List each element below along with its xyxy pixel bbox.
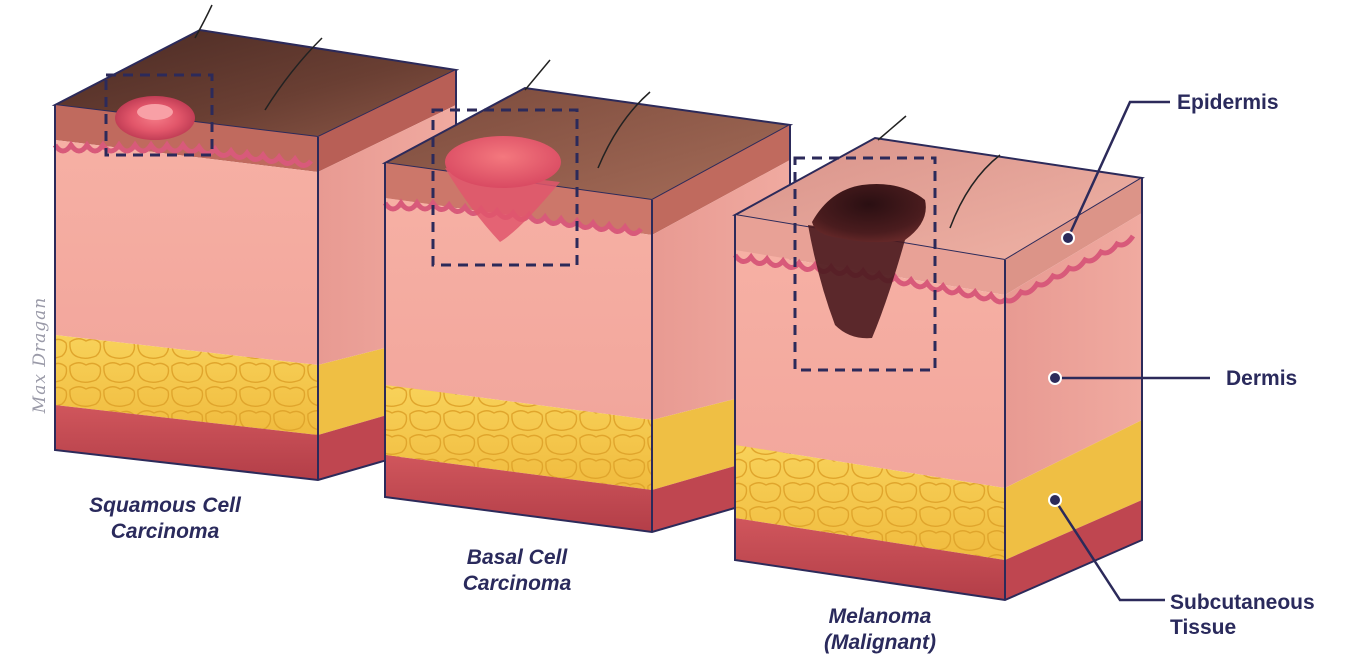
squamous-cell-lesion-center [137, 104, 173, 120]
caption-melanoma-line2: (Malignant) [770, 630, 990, 656]
block3-hair-1 [878, 116, 906, 140]
label-subcutaneous: Subcutaneous Tissue [1170, 590, 1315, 640]
block1-dermis-front [55, 140, 318, 365]
caption-squamous-cell: Squamous Cell Carcinoma [55, 493, 275, 545]
label-epidermis: Epidermis [1177, 90, 1279, 115]
label-subcutaneous-line1: Subcutaneous [1170, 590, 1315, 615]
block2-hair-1 [525, 60, 550, 90]
epidermis-marker [1062, 232, 1074, 244]
artist-signature: Max Dragan [30, 297, 50, 413]
caption-squamous-line2: Carcinoma [55, 519, 275, 545]
caption-melanoma: Melanoma (Malignant) [770, 604, 990, 656]
caption-basal-cell: Basal Cell Carcinoma [407, 545, 627, 597]
dermis-marker [1049, 372, 1061, 384]
block-melanoma [735, 116, 1142, 600]
caption-basal-line1: Basal Cell [407, 545, 627, 571]
caption-melanoma-line1: Melanoma [770, 604, 990, 630]
label-subcutaneous-line2: Tissue [1170, 615, 1315, 640]
block-basal-cell [385, 60, 790, 532]
caption-squamous-line1: Squamous Cell [55, 493, 275, 519]
caption-basal-line2: Carcinoma [407, 571, 627, 597]
subcutaneous-marker [1049, 494, 1061, 506]
label-dermis: Dermis [1226, 366, 1297, 391]
basal-cell-lesion [445, 136, 561, 188]
